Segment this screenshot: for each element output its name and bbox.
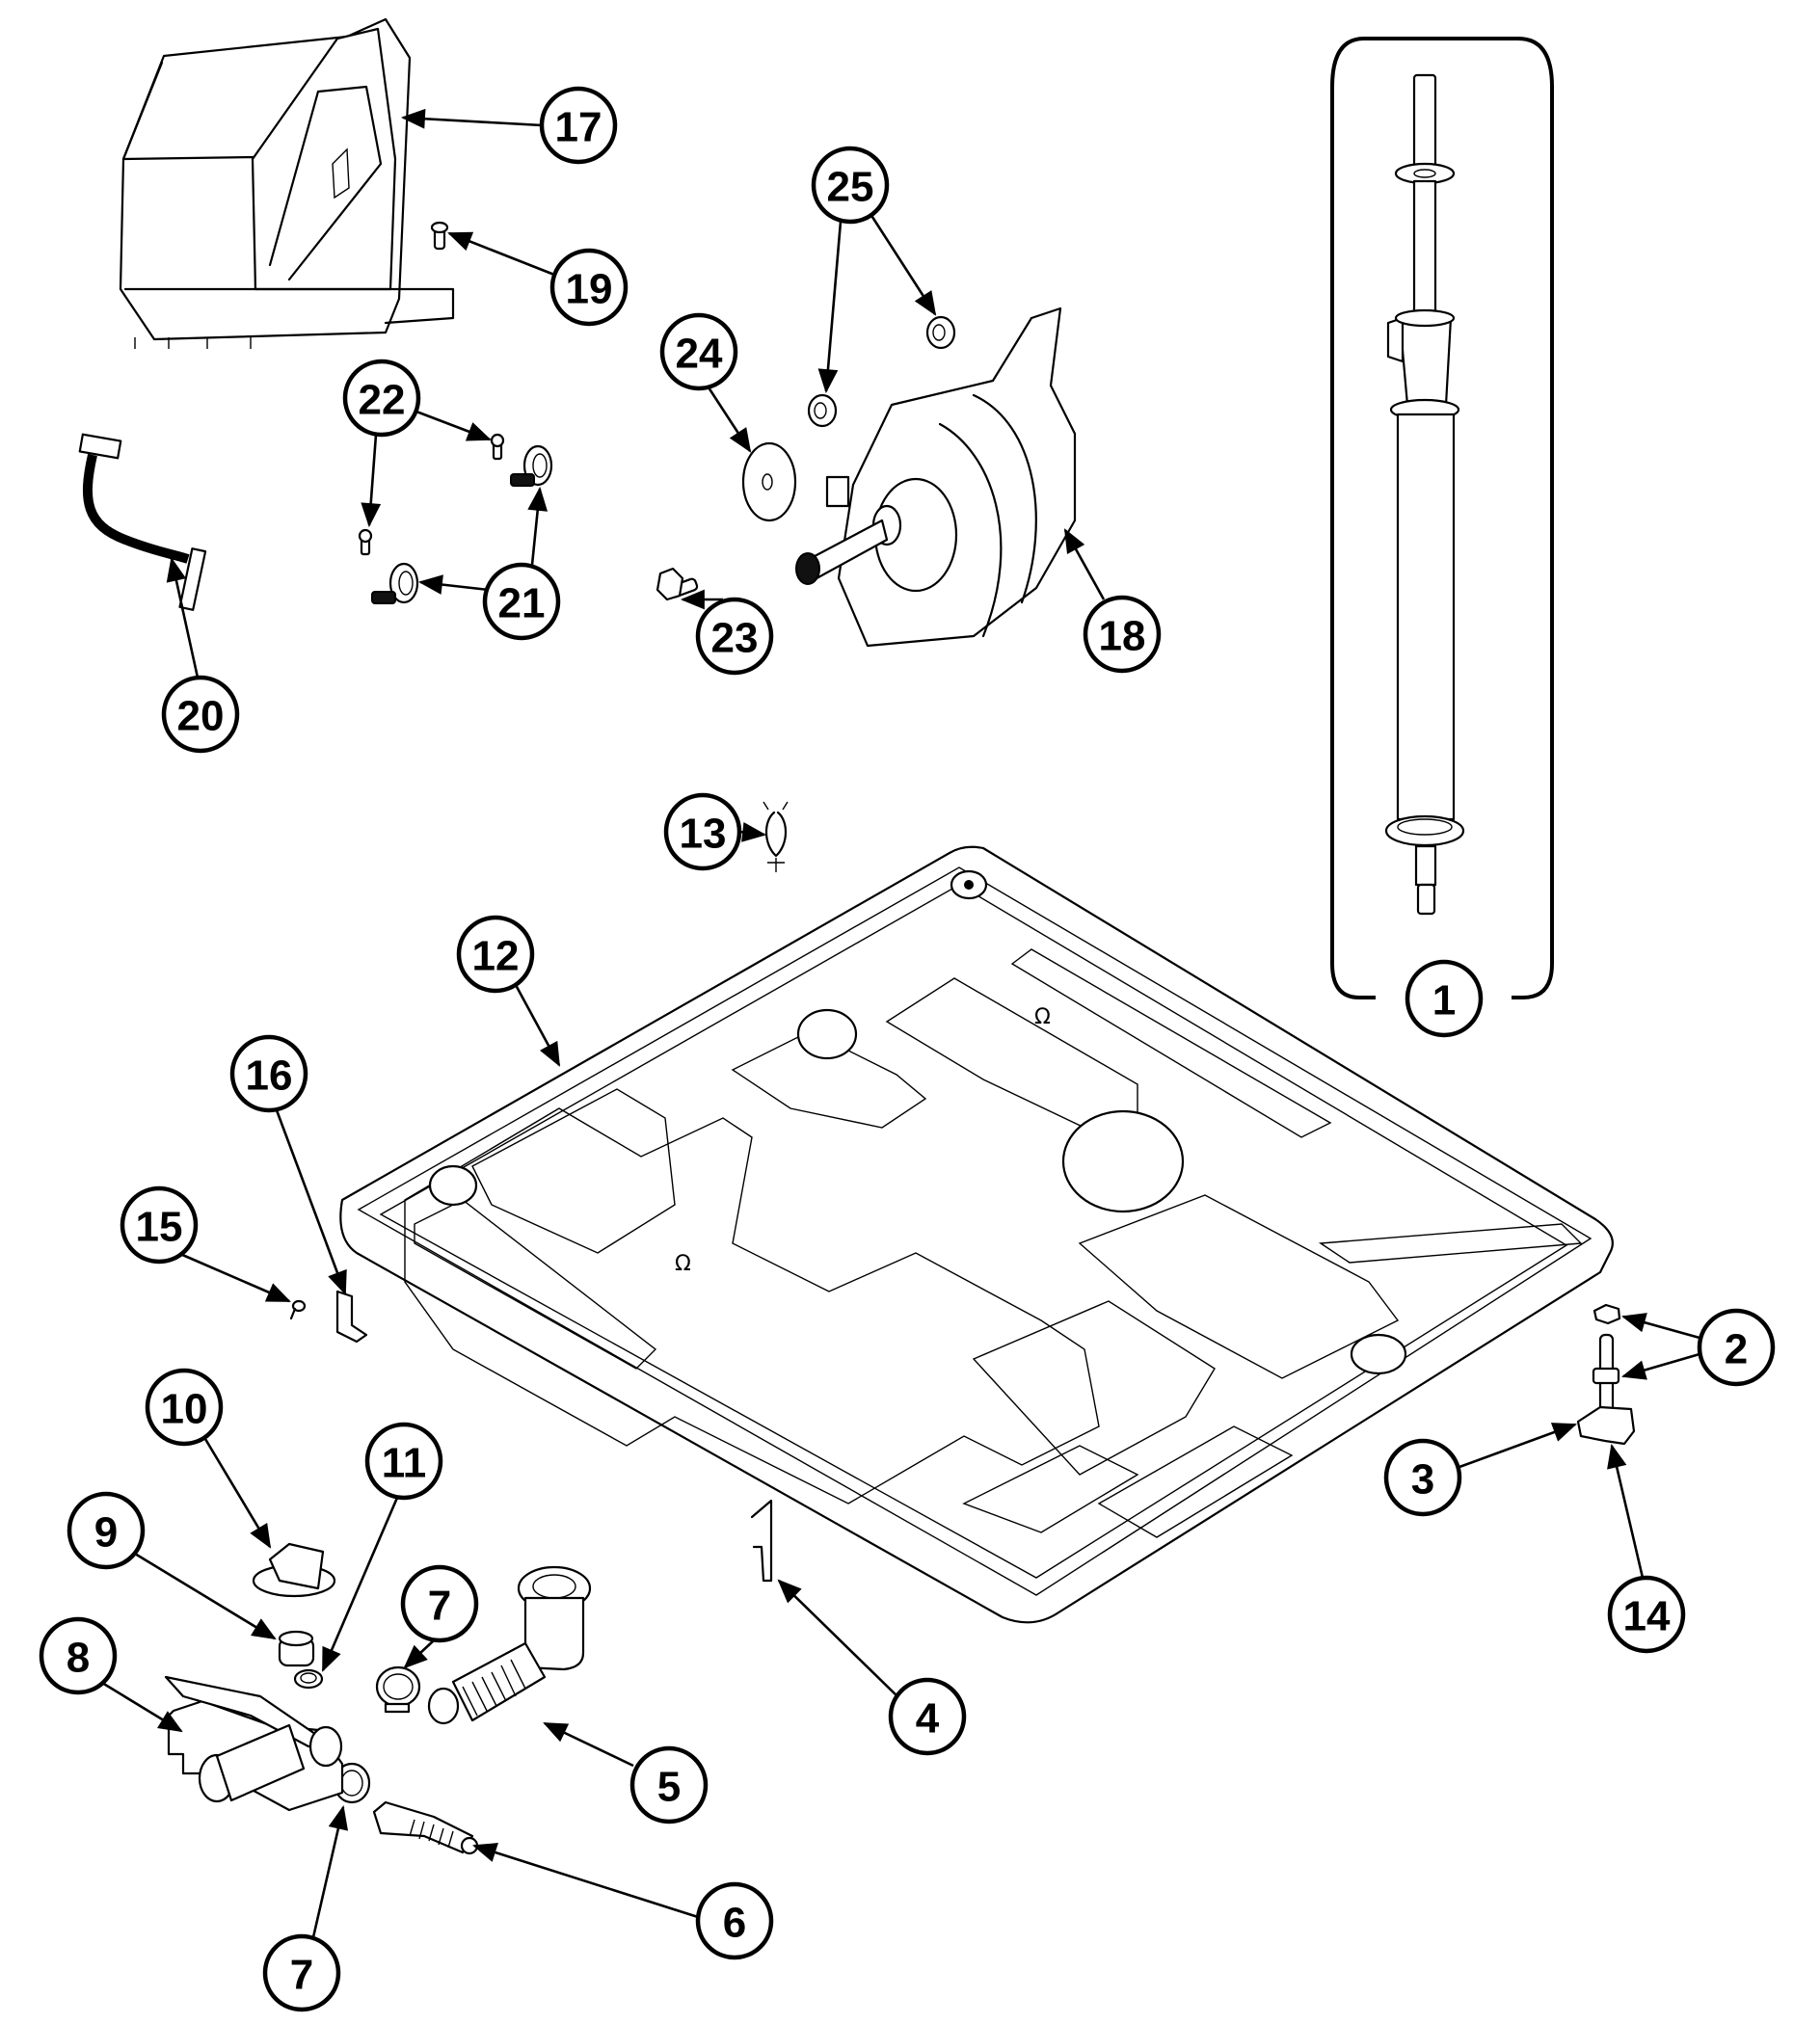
wire-harness-part[interactable] — [78, 433, 207, 611]
drive-motor-part[interactable] — [795, 306, 1077, 648]
bracket-16-part[interactable] — [335, 1290, 368, 1344]
cable-clamp-21-part[interactable] — [371, 444, 553, 604]
screw-15-part[interactable] — [289, 1299, 307, 1320]
callout-3[interactable]: 3 — [1383, 1438, 1462, 1517]
leader-lines — [101, 108, 1700, 1938]
callout-18[interactable]: 18 — [1083, 595, 1162, 674]
callout-21[interactable]: 21 — [482, 562, 561, 641]
drain-hose-part[interactable] — [427, 1565, 592, 1725]
callout-label: 20 — [177, 693, 225, 740]
callout-6[interactable]: 6 — [695, 1881, 774, 1960]
callout-label: 7 — [290, 1952, 313, 1999]
callout-9[interactable]: 9 — [67, 1491, 146, 1570]
callout-17[interactable]: 17 — [539, 86, 618, 165]
callout-label: 1 — [1432, 977, 1456, 1025]
callout-16[interactable]: 16 — [229, 1034, 308, 1113]
callout-label: 9 — [94, 1509, 118, 1557]
callout-7-upper[interactable]: 7 — [400, 1564, 479, 1643]
callout-13[interactable]: 13 — [663, 792, 742, 871]
callout-label: 7 — [428, 1583, 451, 1630]
washer-24-part[interactable] — [741, 441, 797, 522]
callout-14[interactable]: 14 — [1607, 1575, 1686, 1654]
callout-2[interactable]: 2 — [1697, 1308, 1776, 1387]
callout-label: 5 — [657, 1764, 681, 1811]
callout-23[interactable]: 23 — [695, 597, 774, 676]
callout-label: 16 — [246, 1052, 293, 1100]
callout-label: 8 — [67, 1635, 90, 1682]
callout-19[interactable]: 20 — [161, 675, 240, 754]
pump-cover-10-part[interactable] — [252, 1542, 336, 1598]
callout-20[interactable]: 19 — [549, 248, 629, 327]
control-board-housing-part[interactable] — [119, 17, 455, 349]
base-pan-part[interactable] — [339, 845, 1614, 1624]
callout-label: 24 — [676, 331, 723, 378]
callout-label: 23 — [711, 615, 759, 662]
callout-24[interactable]: 24 — [659, 312, 738, 391]
callout-label: 13 — [680, 811, 727, 858]
callout-1[interactable]: 1 — [1405, 959, 1484, 1038]
wire-clip-13-part[interactable] — [763, 801, 789, 872]
callout-label: 4 — [916, 1695, 940, 1743]
callout-label: 21 — [498, 580, 546, 627]
grommet-25-part[interactable] — [807, 315, 956, 428]
callout-15[interactable]: 15 — [120, 1185, 199, 1265]
pump-hose-part[interactable] — [372, 1800, 479, 1855]
callout-label: 10 — [161, 1386, 208, 1433]
callout-25[interactable]: 25 — [811, 146, 890, 225]
callout-label: 14 — [1623, 1593, 1671, 1640]
seal-ring-11-part[interactable] — [293, 1668, 324, 1690]
suspension-strut-group — [1330, 37, 1554, 999]
callout-label: 22 — [359, 377, 406, 424]
pan-symbol: Ω — [1034, 1005, 1051, 1029]
hose-clamp-7a-part[interactable] — [375, 1665, 421, 1714]
callout-label: 25 — [827, 164, 874, 211]
callout-8[interactable]: 8 — [39, 1616, 118, 1695]
leveling-leg-part[interactable] — [1576, 1303, 1636, 1446]
screw-22-part[interactable] — [358, 433, 505, 556]
suspension-strut-part[interactable] — [1384, 73, 1465, 916]
callout-label: 19 — [566, 266, 613, 313]
clip-4-part[interactable] — [750, 1499, 773, 1583]
callout-label: 17 — [555, 104, 602, 151]
callout-label: 2 — [1725, 1326, 1748, 1373]
pan-symbol: Ω — [675, 1252, 691, 1276]
screw-20-part[interactable] — [430, 221, 449, 251]
callout-label: 6 — [723, 1900, 746, 1947]
bolt-23-part[interactable] — [656, 567, 699, 601]
callout-22[interactable]: 22 — [342, 359, 421, 438]
callout-11[interactable]: 11 — [364, 1422, 443, 1501]
drain-pump-part[interactable] — [164, 1675, 344, 1812]
callout-label: 15 — [136, 1204, 183, 1251]
callout-label: 3 — [1411, 1456, 1434, 1504]
callout-label: 11 — [382, 1440, 427, 1487]
callout-12[interactable]: 12 — [456, 915, 535, 994]
callout-7-lower[interactable]: 7 — [262, 1933, 341, 2012]
callout-label: 12 — [472, 933, 520, 980]
callout-4[interactable]: 4 — [888, 1677, 967, 1756]
callout-5[interactable]: 5 — [629, 1745, 709, 1824]
callout-10[interactable]: 10 — [145, 1368, 224, 1447]
callout-label: 18 — [1099, 613, 1146, 660]
cap-9-part[interactable] — [278, 1630, 315, 1667]
